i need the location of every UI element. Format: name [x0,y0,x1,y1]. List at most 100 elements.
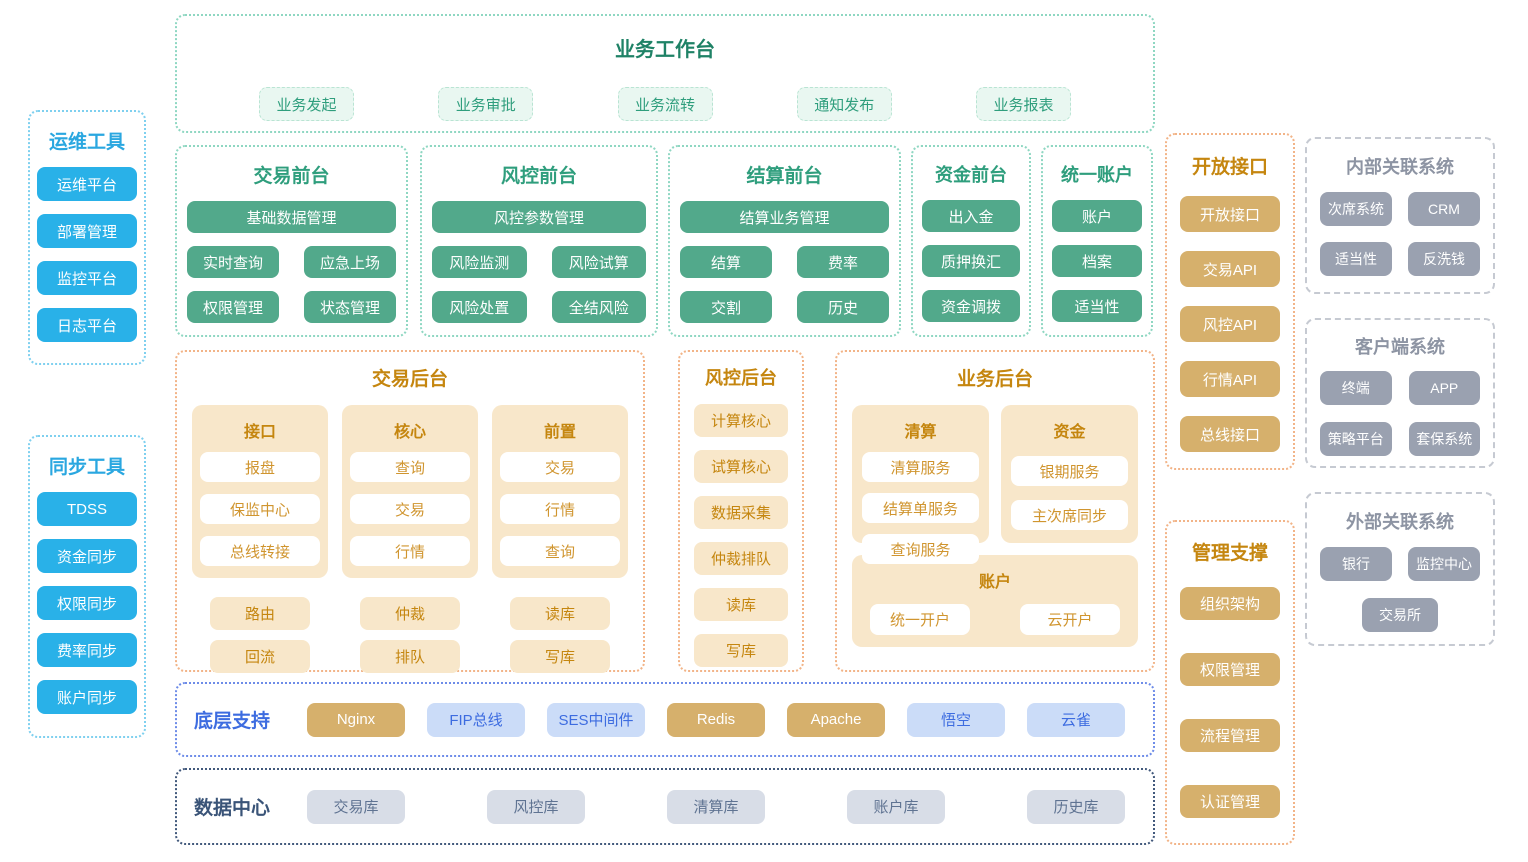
panel-workbench: 业务工作台 业务发起 业务审批 业务流转 通知发布 业务报表 [175,14,1155,133]
node-biz-flow: 业务流转 [617,87,713,121]
node-process-mgmt: 流程管理 [1180,719,1280,752]
group-account-title: 账户 [978,574,1011,591]
node-bank-futures-svc: 银期服务 [1011,456,1128,486]
node-yunque: 云雀 [1027,702,1125,737]
node-fee-rate: 费率 [797,246,889,278]
node-perm-sync: 权限同步 [37,586,137,620]
node-arbitrate: 仲裁 [360,597,460,630]
node-emergency-entry: 应急上场 [304,246,396,278]
node-nginx: Nginx [307,702,405,737]
open-api-title: 开放接口 [1191,157,1268,178]
panel-ops-tools: 运维工具 运维平台 部署管理 监控平台 日志平台 [28,110,146,365]
node-trial-core: 试算核心 [694,450,788,483]
node-tdss: TDSS [37,492,137,526]
settle-front-title: 结算前台 [746,166,823,187]
node-org-structure: 组织架构 [1180,587,1280,620]
base-support-title: 底层支持 [194,711,271,732]
group-core-title: 核心 [393,424,426,441]
node-query-svc: 查询服务 [862,534,979,564]
node-front-trade: 交易 [500,452,620,482]
panel-fund-front: 资金前台 出入金 质押换汇 资金调拨 [911,145,1031,337]
panel-client-sys: 客户端系统 终端 APP 策略平台 套保系统 [1305,318,1495,468]
node-backflow: 回流 [210,640,310,673]
group-interface-title: 接口 [243,424,276,441]
node-ops-platform: 运维平台 [37,167,137,201]
node-insurance-center: 保监中心 [200,494,320,524]
node-mgmt-perm: 权限管理 [1180,653,1280,686]
group-clearing-title: 清算 [904,424,937,441]
node-account-db: 账户库 [847,789,945,824]
node-open-interface: 开放接口 [1180,196,1280,232]
group-account: 账户 统一开户 云开户 [852,555,1138,647]
node-clearing-svc: 清算服务 [862,452,979,482]
internal-sys-title: 内部关联系统 [1346,157,1454,177]
trade-front-title: 交易前台 [253,166,330,187]
panel-risk-front: 风控前台 风控参数管理 风险监测 风险试算 风险处置 全结风险 [420,145,658,337]
node-biz-initiate: 业务发起 [259,87,354,121]
node-account-sync: 账户同步 [37,680,137,714]
risk-back-title: 风控后台 [705,368,777,388]
node-suitability: 适当性 [1052,290,1142,322]
node-statement-svc: 结算单服务 [862,493,979,523]
node-quote-api: 行情API [1180,361,1280,397]
node-apache: Apache [787,702,885,737]
external-sys-title: 外部关联系统 [1346,512,1454,532]
node-risk-read-db: 读库 [694,588,788,621]
node-ses-middleware: SES中间件 [547,702,645,737]
node-bank: 银行 [1320,547,1392,581]
node-write-db: 写库 [510,640,610,673]
node-exchange: 交易所 [1362,598,1438,632]
node-trade-db: 交易库 [307,789,405,824]
panel-unified-account: 统一账户 账户 档案 适当性 [1041,145,1153,337]
node-front-quote: 行情 [500,494,620,524]
node-front-query: 查询 [500,536,620,566]
node-fund-transfer: 资金调拨 [922,290,1020,322]
group-interface: 接口 报盘 保监中心 总线转接 [192,405,328,578]
node-hedge-sys: 套保系统 [1408,422,1480,456]
group-core: 核心 查询 交易 行情 [342,405,478,578]
node-data-collect: 数据采集 [694,496,788,529]
node-delivery: 交割 [680,291,772,323]
mgmt-support-title: 管理支撑 [1191,543,1268,564]
node-perm-mgmt: 权限管理 [187,291,279,323]
node-queue: 排队 [360,640,460,673]
node-wukong: 悟空 [907,702,1005,737]
node-calc-core: 计算核心 [694,404,788,437]
node-anti-laundering: 反洗钱 [1408,242,1480,276]
node-risk-param-mgmt: 风控参数管理 [432,201,646,233]
group-clearing: 清算 清算服务 结算单服务 查询服务 [852,405,989,564]
workbench-title: 业务工作台 [615,39,715,61]
node-monitor-platform: 监控平台 [37,261,137,295]
node-crm: CRM [1408,192,1480,226]
panel-open-api: 开放接口 开放接口 交易API 风控API 行情API 总线接口 [1165,133,1295,470]
node-base-data-mgmt: 基础数据管理 [187,201,396,233]
panel-data-center: 数据中心 交易库 风控库 清算库 账户库 历史库 [175,768,1155,845]
node-fee-sync: 费率同步 [37,633,137,667]
trade-back-title: 交易后台 [371,369,448,390]
panel-internal-sys: 内部关联系统 次席系统 CRM 适当性 反洗钱 [1305,137,1495,294]
node-clearing-db: 清算库 [667,789,765,824]
panel-biz-back: 业务后台 清算 清算服务 结算单服务 查询服务 资金 银期服务 主次席同步 账户 [835,350,1155,672]
node-fip-bus: FIP总线 [427,702,525,737]
node-settlement: 结算 [680,246,772,278]
node-risk-monitor: 风险监测 [432,246,527,278]
node-archive: 档案 [1052,245,1142,277]
ops-tools-title: 运维工具 [48,132,125,153]
data-center-title: 数据中心 [194,798,271,819]
panel-external-sys: 外部关联系统 银行 监控中心 交易所 [1305,492,1495,646]
sync-tools-title: 同步工具 [48,457,125,478]
node-strategy-platform: 策略平台 [1320,422,1392,456]
node-full-risk: 全结风险 [551,291,646,323]
node-risk-dispose: 风险处置 [432,291,527,323]
panel-base-support: 底层支持 Nginx FIP总线 SES中间件 Redis Apache 悟空 … [175,682,1155,757]
node-realtime-query: 实时查询 [187,246,279,278]
fund-front-title: 资金前台 [935,165,1007,185]
node-biz-report: 业务报表 [976,87,1071,121]
node-deploy-mgmt: 部署管理 [37,214,137,248]
panel-trade-back: 交易后台 接口 报盘 保监中心 总线转接 核心 查询 交易 行情 前置 [175,350,645,673]
node-core-trade: 交易 [350,494,470,524]
node-bus-transfer: 总线转接 [200,536,320,566]
node-risk-db: 风控库 [487,789,585,824]
node-read-db: 读库 [510,597,610,630]
